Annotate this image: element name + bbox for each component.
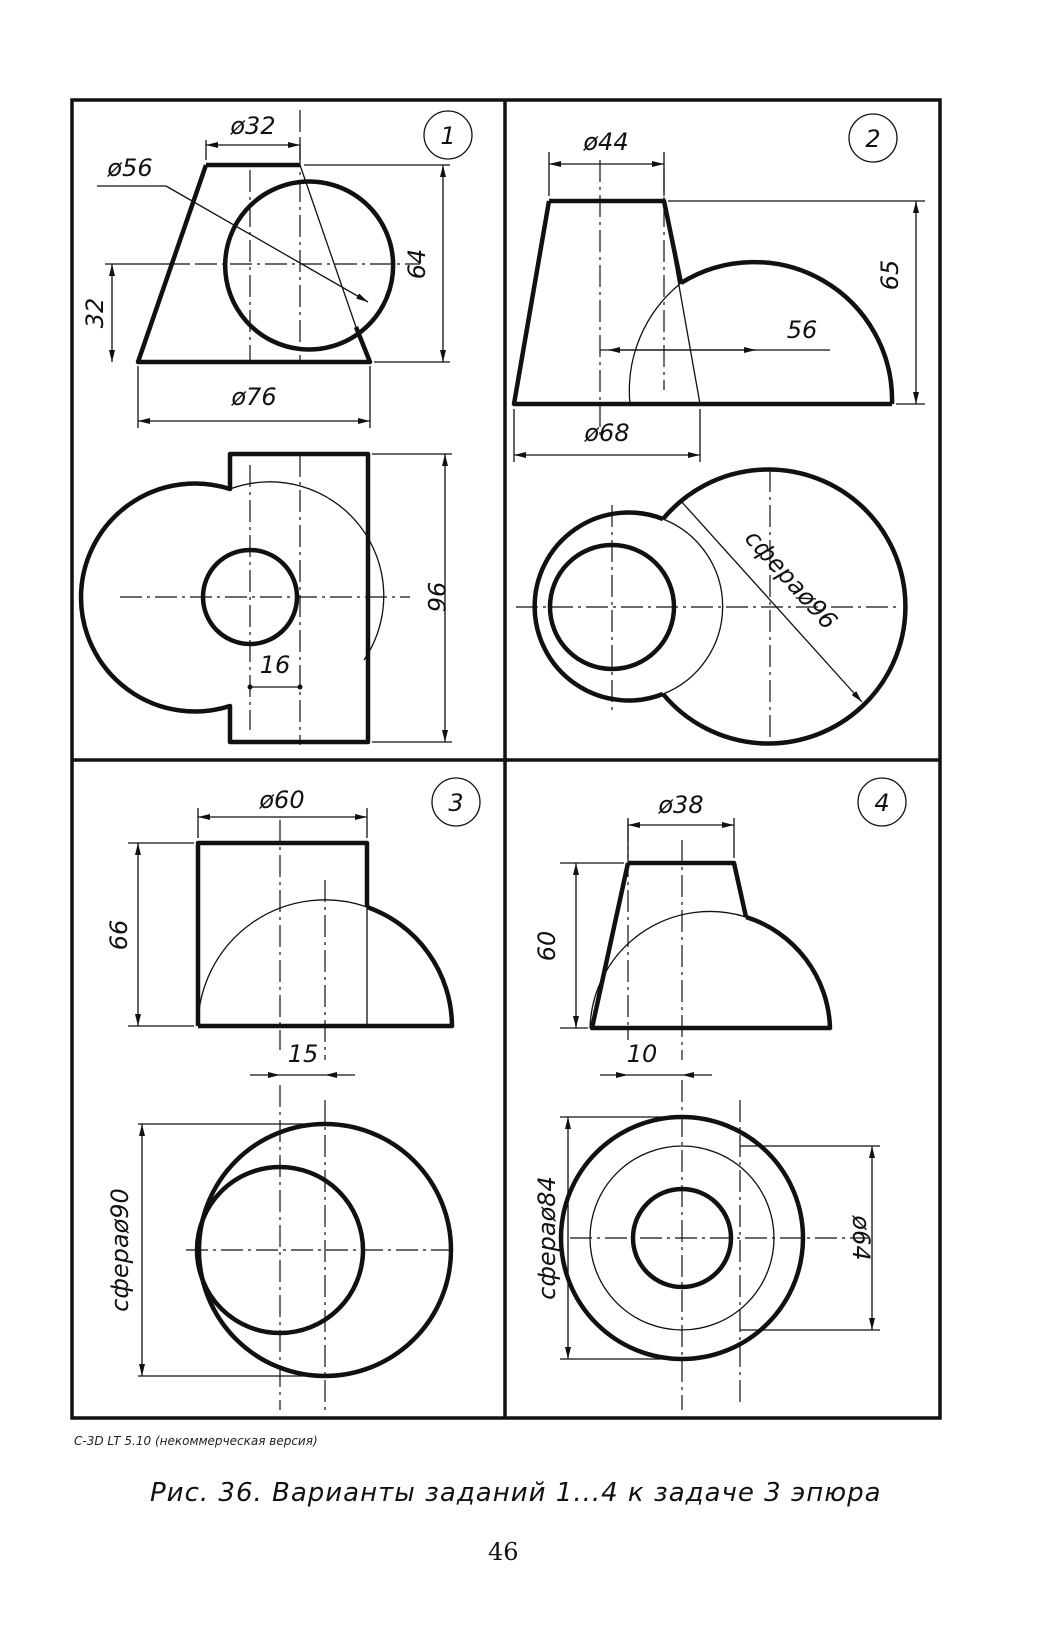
plan-view: сфераø84 ø64 xyxy=(533,1080,880,1410)
dim-sphere: сфераø84 xyxy=(533,1176,561,1300)
dim-offset-height: 32 xyxy=(81,298,109,329)
dim-sphere-diameter: ø56 xyxy=(106,154,152,182)
plan-view: сфераø96 xyxy=(516,467,908,750)
dim-offset: 56 xyxy=(787,316,818,344)
variant-4: 4 ø38 60 10 xyxy=(533,777,907,1410)
dim-top-diameter: ø44 xyxy=(582,128,628,156)
dim-height: 65 xyxy=(876,260,904,291)
dim-top-diameter: ø38 xyxy=(657,791,703,819)
figure-caption: Рис. 36. Варианты заданий 1...4 к задаче… xyxy=(150,1478,882,1508)
dim-plan-height: 96 xyxy=(422,582,450,613)
variant-number-circle xyxy=(848,113,898,163)
front-view: ø60 66 15 xyxy=(105,786,455,1078)
dim-height: 66 xyxy=(105,920,133,951)
dim-sphere: сфераø96 xyxy=(739,524,843,635)
plan-view: сфераø90 xyxy=(106,1085,455,1410)
variant-2: 2 ø44 65 56 ø68 xyxy=(511,113,925,750)
dim-sphere: сфераø90 xyxy=(106,1188,134,1312)
front-view: ø38 60 10 xyxy=(533,791,833,1078)
variant-number-circle xyxy=(423,110,473,160)
dim-base-diameter: ø68 xyxy=(583,419,629,447)
variant-number: 3 xyxy=(448,789,463,817)
front-view: ø44 65 56 ø68 xyxy=(511,128,925,462)
variant-number: 2 xyxy=(865,125,880,153)
dim-height: 64 xyxy=(403,249,431,280)
front-view: ø32 ø56 64 32 ø76 xyxy=(81,110,450,428)
variant-number-circle xyxy=(431,777,481,827)
page-number: 46 xyxy=(488,1538,519,1566)
software-note: C-3D LT 5.10 (некоммерческая версия) xyxy=(74,1434,318,1448)
dim-top-diameter: ø32 xyxy=(229,112,275,140)
variant-number-circle xyxy=(857,777,907,827)
dim-offset: 10 xyxy=(627,1040,658,1068)
dim-base-diameter: ø76 xyxy=(230,383,276,411)
variant-1: 1 ø32 ø56 64 32 xyxy=(78,110,473,745)
dim-top-diameter: ø60 xyxy=(258,786,304,814)
variant-number: 1 xyxy=(440,122,455,150)
dim-circle-diameter: ø64 xyxy=(847,1214,875,1260)
plan-view: 96 16 xyxy=(78,451,452,745)
variant-3: 3 ø60 66 15 xyxy=(105,777,481,1410)
dim-offset: 15 xyxy=(288,1040,319,1068)
dim-height: 60 xyxy=(533,931,561,962)
variant-number: 4 xyxy=(874,789,889,817)
dim-plan-offset: 16 xyxy=(260,651,291,679)
